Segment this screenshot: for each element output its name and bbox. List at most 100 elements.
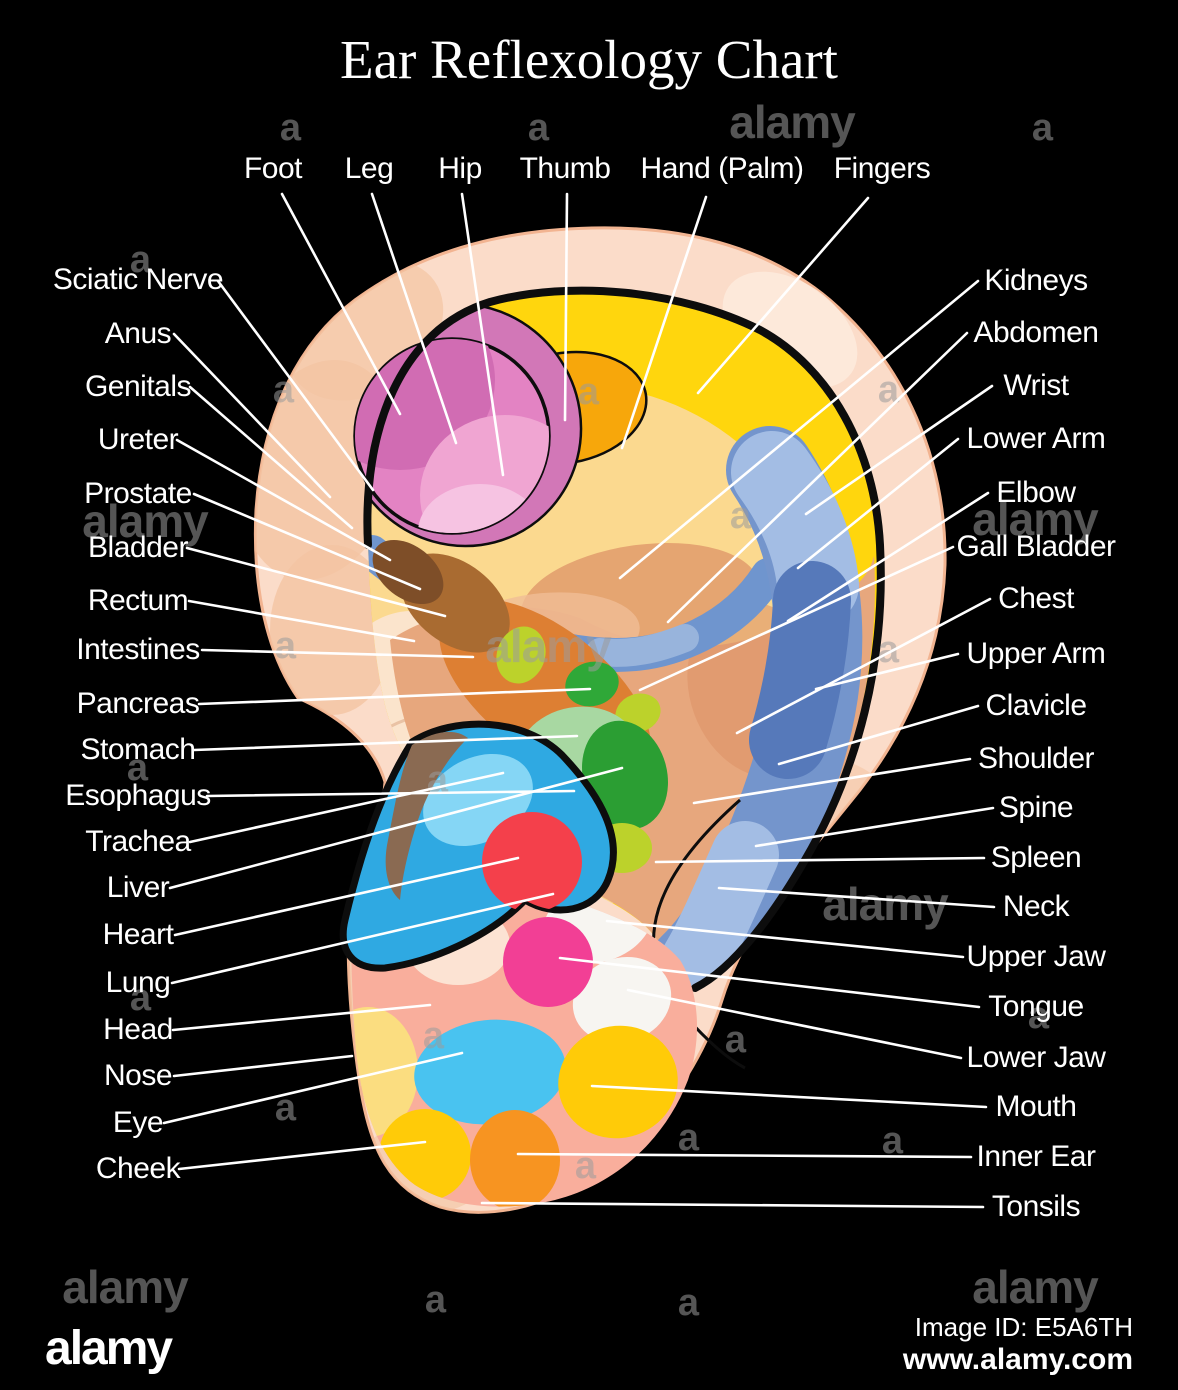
leader-line-elbow	[786, 491, 990, 623]
label-clavicle: Clavicle	[985, 689, 1086, 722]
label-pancreas: Pancreas	[77, 687, 200, 720]
watermark-a: a	[130, 239, 152, 281]
lobe-mouth-spot	[558, 1025, 678, 1139]
label-head: Head	[103, 1013, 173, 1046]
label-liver: Liver	[107, 871, 170, 904]
leader-line-shoulder	[692, 757, 972, 805]
label-lower-arm: Lower Arm	[967, 422, 1106, 455]
label-gall-bladder: Gall Bladder	[956, 530, 1116, 563]
label-upper-arm: Upper Arm	[967, 637, 1106, 670]
watermark-layer: a a alamy a a a a a alamy a alamy a alam…	[62, 96, 1100, 1324]
label-bladder: Bladder	[88, 531, 188, 564]
label-elbow: Elbow	[996, 476, 1076, 509]
watermark-a: a	[275, 1087, 297, 1129]
label-fingers: Fingers	[834, 152, 931, 185]
leader-line-mouth	[590, 1084, 988, 1109]
label-tongue: Tongue	[988, 990, 1083, 1023]
leader-line-nose	[172, 1054, 354, 1078]
leader-line-upper-jaw	[605, 919, 965, 959]
leader-line-stomach	[192, 734, 579, 752]
label-wrist: Wrist	[1003, 369, 1069, 402]
leader-line-thumb	[563, 192, 569, 422]
watermark-a: a	[878, 369, 900, 411]
leader-line-bladder	[185, 546, 447, 618]
watermark-alamy: alamy	[972, 493, 1099, 545]
labels-top: Foot Leg Hip Thumb Hand (Palm) Fingers	[244, 152, 931, 185]
label-sciatic-nerve: Sciatic Nerve	[53, 263, 223, 296]
lobe-lower-jaw-spot	[572, 956, 672, 1044]
leader-line-gall-bladder	[638, 545, 955, 692]
region-hook	[339, 720, 617, 972]
leader-line-abdomen	[666, 331, 969, 624]
watermark-a: a	[730, 495, 752, 537]
leader-line-sciatic-nerve	[216, 279, 375, 492]
region-lobe	[351, 877, 698, 1207]
website-url: www.alamy.com	[902, 1343, 1133, 1376]
watermark-a: a	[882, 1120, 904, 1162]
label-stomach: Stomach	[81, 733, 196, 766]
label-chest: Chest	[998, 582, 1075, 615]
leader-line-prostate	[192, 492, 422, 591]
watermark-alamy: alamy	[485, 620, 612, 672]
label-spine: Spine	[999, 791, 1073, 824]
leader-lines	[162, 192, 996, 1209]
region-blue-band	[648, 426, 863, 992]
alamy-logo: alamy	[45, 1322, 173, 1375]
leader-line-cheek	[177, 1140, 427, 1171]
leader-line-fingers	[696, 196, 870, 395]
leader-line-tonsils	[480, 1201, 985, 1209]
leader-line-esophagus	[205, 789, 576, 798]
watermark-a: a	[575, 1145, 597, 1187]
hook-brown-crescent	[385, 731, 468, 900]
label-abdomen: Abdomen	[974, 316, 1099, 349]
watermark-a: a	[425, 1279, 447, 1321]
label-upper-jaw: Upper Jaw	[967, 940, 1107, 973]
leader-line-spleen	[654, 856, 986, 864]
leader-line-heart	[173, 856, 520, 937]
label-shoulder: Shoulder	[978, 742, 1095, 775]
label-eye: Eye	[113, 1106, 163, 1139]
label-neck: Neck	[1003, 890, 1071, 923]
watermark-a: a	[280, 107, 302, 149]
label-genitals: Genitals	[85, 370, 191, 403]
watermark-a: a	[423, 1015, 445, 1057]
watermark-alamy: alamy	[822, 878, 949, 930]
leader-line-genitals	[188, 385, 354, 530]
label-mouth: Mouth	[996, 1090, 1077, 1123]
watermark-a: a	[1028, 995, 1050, 1037]
page-title: Ear Reflexology Chart	[340, 29, 838, 90]
watermark-a: a	[427, 759, 449, 801]
leader-line-ureter	[175, 438, 392, 562]
label-intestines: Intestines	[76, 633, 199, 666]
labels-left: Sciatic Nerve Anus Genitals Ureter Prost…	[53, 263, 224, 1185]
watermark-a: a	[678, 1117, 700, 1159]
label-trachea: Trachea	[85, 825, 191, 858]
watermark-alamy: alamy	[62, 1261, 189, 1313]
leader-line-rectum	[187, 599, 416, 643]
label-tonsils: Tonsils	[992, 1190, 1080, 1223]
watermark-a: a	[725, 1019, 747, 1061]
watermark-alamy: alamy	[82, 495, 209, 547]
leader-line-anus	[172, 332, 332, 499]
image-id: Image ID: E5A6TH	[915, 1312, 1133, 1342]
leader-line-foot	[280, 192, 402, 416]
label-lung: Lung	[106, 966, 171, 999]
label-nose: Nose	[104, 1059, 172, 1092]
leader-line-kidneys	[618, 279, 980, 580]
ear-illustration	[253, 226, 947, 1214]
leader-line-hip	[460, 192, 505, 477]
leader-line-spine	[754, 806, 995, 848]
watermark-a: a	[130, 977, 152, 1019]
leader-line-upper-arm	[814, 652, 960, 691]
footer: alamy Image ID: E5A6TH www.alamy.com	[45, 1312, 1133, 1376]
leader-line-lower-arm	[796, 437, 960, 570]
label-esophagus: Esophagus	[65, 779, 211, 812]
label-heart: Heart	[103, 918, 175, 951]
leader-line-eye	[162, 1051, 464, 1125]
watermark-alamy: alamy	[729, 96, 856, 148]
leader-line-clavicle	[777, 704, 980, 766]
watermark-a: a	[275, 625, 297, 667]
watermark-a: a	[273, 369, 295, 411]
label-inner-ear: Inner Ear	[977, 1140, 1096, 1173]
